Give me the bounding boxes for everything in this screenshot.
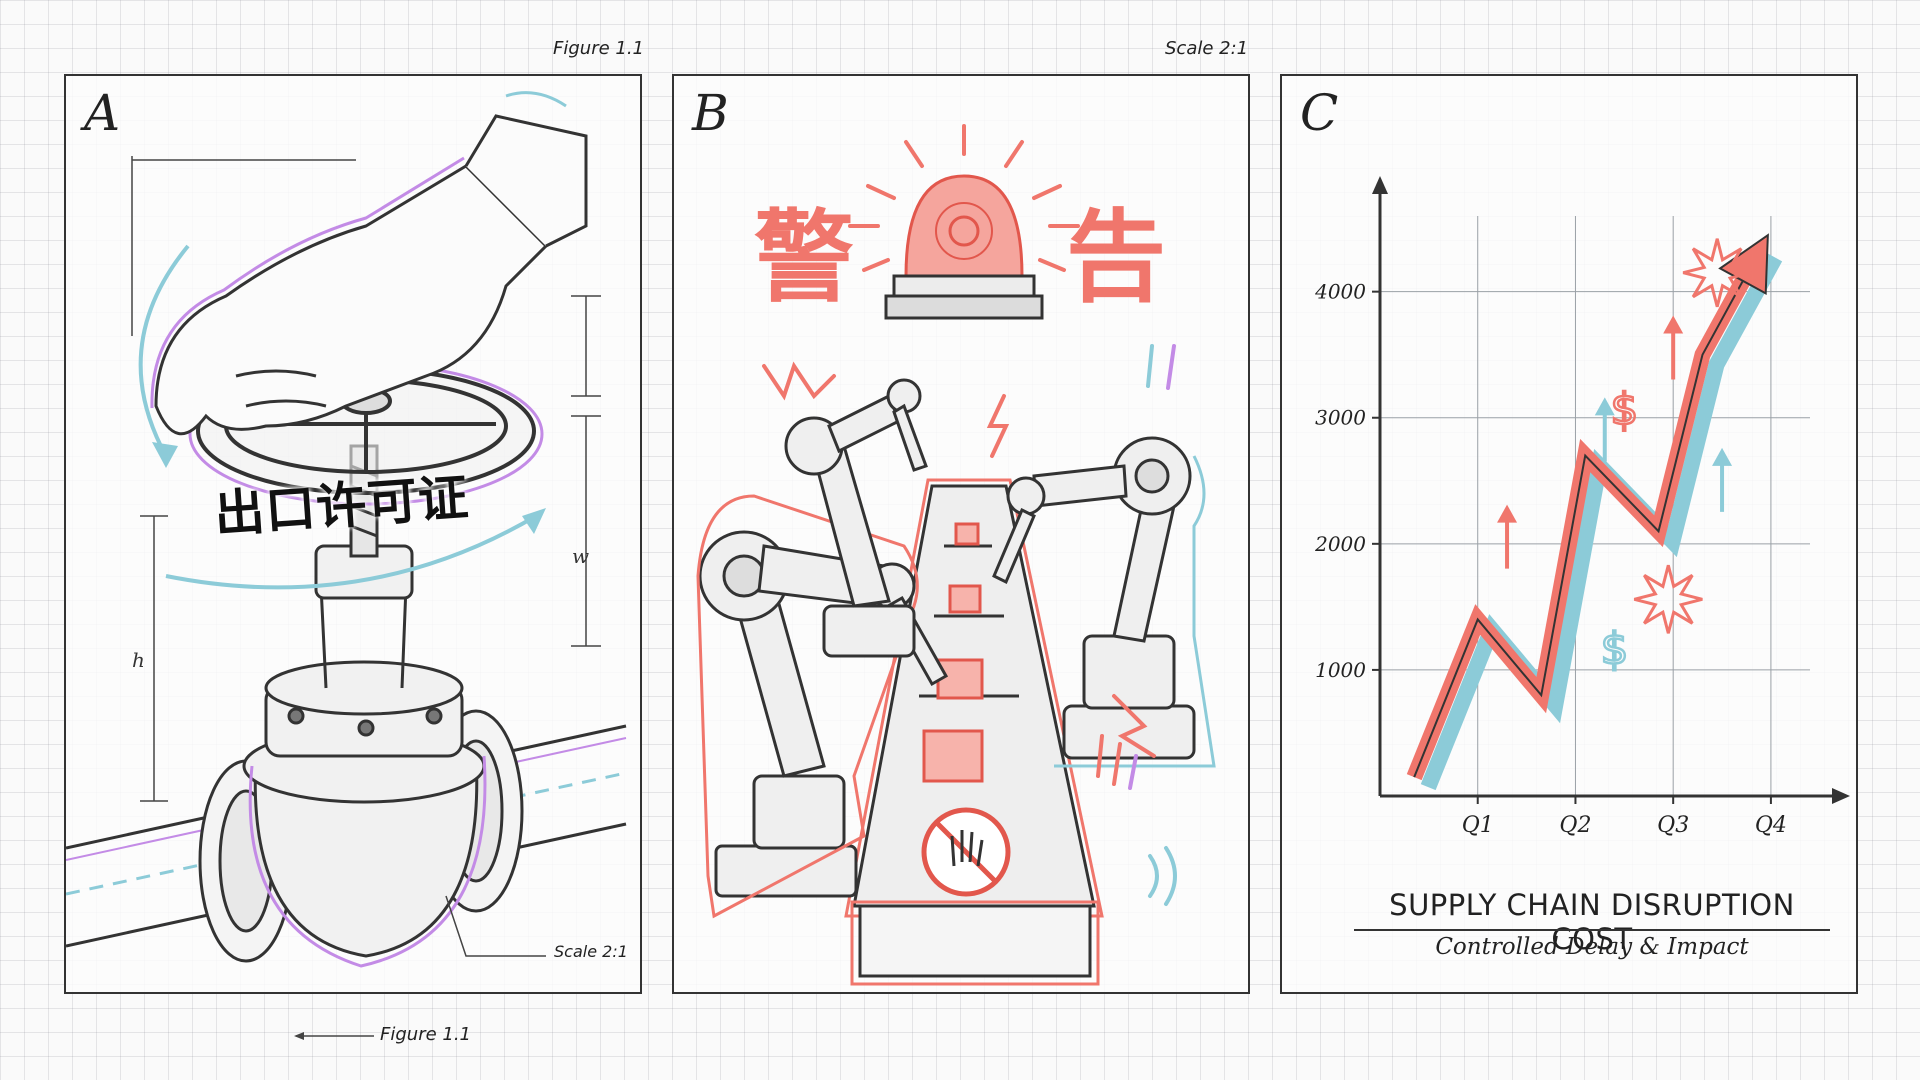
dimension-lines [131,156,601,957]
y-tick-label: 3000 [1315,406,1366,430]
up-arrowhead-icon [1712,447,1733,466]
robot-right-highlight [1054,455,1216,768]
stop-hand-icon [921,807,1011,897]
alert-marks [762,344,1177,906]
y-axis-arrowhead [1372,176,1388,194]
hand-sketch [154,114,588,436]
x-tick-label: Q1 [1462,813,1494,838]
dimension-h-label: h [132,648,145,672]
hand-highlight [150,156,465,409]
figure-note-top: Figure 1.1 [553,38,645,59]
figure-note-bottom: Figure 1.1 [380,1024,472,1045]
conveyor-boxes [922,522,984,783]
y-tick-label: 2000 [1314,532,1366,556]
valve-illustration [66,91,627,968]
valve-body [242,544,486,958]
panel-a-scale-note: Scale 2:1 [554,942,628,961]
factory-illustration [696,124,1216,986]
series-line-shadow [1420,253,1783,791]
rotation-arrowhead-right [522,508,546,534]
panel-a-letter: A [84,84,121,142]
chart-subtitle: Controlled Delay & Impact [1435,934,1749,960]
y-tick-label: 4000 [1314,280,1366,304]
x-tick-label: Q2 [1559,813,1591,838]
x-tick-label: Q4 [1755,813,1787,838]
dollar-icon: $ [1610,384,1638,435]
x-tick-label: Q3 [1657,813,1689,838]
rotation-arrows [138,244,538,590]
siren-light-icon [884,174,1044,320]
burst-icon [1682,238,1752,308]
figure-note-leader [294,1032,374,1040]
up-arrowhead-icon [1663,315,1684,334]
series-arrowhead [1718,233,1769,295]
up-arrowhead-icon [1594,397,1615,416]
robot-arm-back [784,378,928,658]
robot-arm-right [992,436,1196,760]
valve-body-highlight [248,755,487,968]
panel-b-letter: B [692,84,729,142]
panel-c-letter: C [1300,84,1339,142]
scale-note-top: Scale 2:1 [1165,38,1249,59]
rotation-arrowhead-left [152,442,178,468]
series-line-outline [1413,247,1763,778]
chart-title-underline [1354,929,1830,931]
panel-b-warning: B 警 告 [672,74,1250,994]
chart-title: SUPPLY CHAIN DISRUPTION COST [1389,888,1795,956]
dimension-w-label: w [572,544,590,568]
dollar-icon: $ [1601,624,1629,675]
warning-char-right: 告 [1066,199,1166,316]
up-arrowhead-icon [1497,504,1518,523]
x-axis-arrowhead [1832,788,1850,804]
panel-a-valve: A [64,74,642,994]
y-tick-label: 1000 [1315,658,1366,682]
burst-icon [1633,564,1703,634]
warning-char-left: 警 [754,199,854,316]
robot-left-highlight [696,494,919,919]
siren-rays [848,124,1080,272]
